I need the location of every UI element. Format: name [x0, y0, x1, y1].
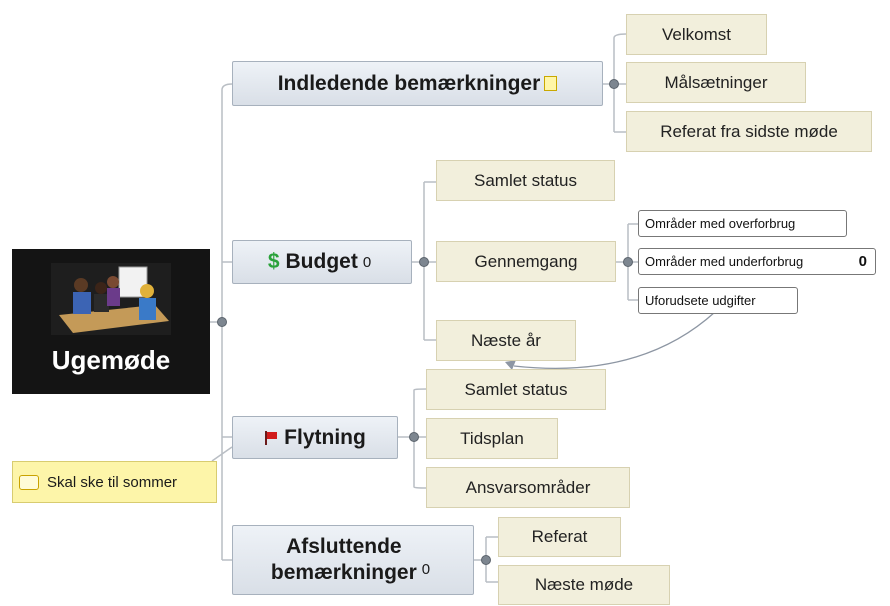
- subtopic-label: Tidsplan: [460, 428, 524, 448]
- callout-skal-ske-til-sommer[interactable]: Skal ske til sommer: [12, 461, 217, 503]
- topic-title: Afsluttende bemærkninger: [271, 534, 417, 587]
- attachment-icon[interactable]: 0: [858, 253, 867, 270]
- topic-title-line2: bemærkninger: [270, 561, 417, 584]
- subtopic-label: Gennemgang: [474, 251, 578, 271]
- subtopic-label: Samlet status: [464, 379, 568, 399]
- dollar-icon: $: [267, 250, 280, 273]
- attachment-icon[interactable]: 0: [421, 560, 431, 578]
- subtopic-tidsplan[interactable]: Tidsplan: [426, 418, 558, 459]
- subtopic-referat-fra-sidste-mode[interactable]: Referat fra sidste møde: [626, 111, 872, 152]
- topic-afsluttende-bemaerkninger[interactable]: Afsluttende bemærkninger 0: [232, 525, 474, 595]
- callout-label: Skal ske til sommer: [47, 473, 178, 491]
- relationship-line: [513, 311, 716, 369]
- subtopic-label: Referat fra sidste møde: [660, 121, 838, 141]
- subtopic-label: Velkomst: [662, 24, 731, 44]
- subtopic-samlet-status-flytning[interactable]: Samlet status: [426, 369, 606, 410]
- leaf-label: Områder med underforbrug: [645, 254, 804, 269]
- central-topic[interactable]: Ugemøde: [12, 249, 210, 394]
- collapse-toggle-budget[interactable]: [419, 257, 429, 267]
- topic-budget[interactable]: $ Budget 0: [232, 240, 412, 284]
- subtopic-gennemgang[interactable]: Gennemgang: [436, 241, 616, 282]
- subtopic-samlet-status-budget[interactable]: Samlet status: [436, 160, 615, 201]
- topic-title: Indledende bemærkninger: [277, 71, 541, 95]
- collapse-toggle-gennemgang[interactable]: [623, 257, 633, 267]
- subtopic-label: Målsætninger: [664, 72, 768, 92]
- leaf-label: Uforudsete udgifter: [645, 293, 756, 308]
- subtopic-label: Referat: [531, 527, 588, 546]
- subtopic-naeste-ar[interactable]: Næste år: [436, 320, 576, 361]
- subtopic-malsaetninger[interactable]: Målsætninger: [626, 62, 806, 103]
- subtopic-label: Næste møde: [534, 575, 634, 594]
- collapse-toggle-central[interactable]: [217, 317, 227, 327]
- comment-icon: [19, 474, 39, 490]
- collapse-toggle-flytning[interactable]: [409, 432, 419, 442]
- collapse-toggle-indledende[interactable]: [609, 79, 619, 89]
- topic-title: Flytning: [284, 425, 366, 449]
- relationship-arrowhead: [505, 360, 516, 370]
- subtopic-referat[interactable]: Referat: [498, 517, 621, 557]
- meeting-photo-image: [51, 263, 171, 335]
- topic-title: Budget: [285, 250, 358, 273]
- leaf-omrader-med-underforbrug[interactable]: Områder med underforbrug 0: [638, 248, 876, 275]
- leaf-uforudsete-udgifter[interactable]: Uforudsete udgifter: [638, 287, 798, 314]
- flag-icon: [264, 430, 278, 445]
- subtopic-label: Samlet status: [474, 170, 577, 190]
- collapse-toggle-afsluttende[interactable]: [481, 555, 491, 565]
- topic-indledende-bemaerkninger[interactable]: Indledende bemærkninger: [232, 61, 603, 106]
- topic-title-line1: Afsluttende: [286, 534, 402, 558]
- leaf-label: Områder med overforbrug: [645, 216, 796, 231]
- subtopic-label: Ansvarsområder: [465, 477, 591, 497]
- subtopic-naeste-mode[interactable]: Næste møde: [498, 565, 670, 605]
- note-icon[interactable]: [544, 76, 558, 91]
- topic-flytning[interactable]: Flytning: [232, 416, 398, 459]
- leaf-omrader-med-overforbrug[interactable]: Områder med overforbrug: [638, 210, 847, 237]
- subtopic-velkomst[interactable]: Velkomst: [626, 14, 767, 55]
- central-topic-title: Ugemøde: [51, 345, 171, 375]
- subtopic-ansvarsomrader[interactable]: Ansvarsområder: [426, 467, 630, 508]
- subtopic-label: Næste år: [471, 330, 541, 350]
- attachment-icon[interactable]: 0: [362, 253, 372, 271]
